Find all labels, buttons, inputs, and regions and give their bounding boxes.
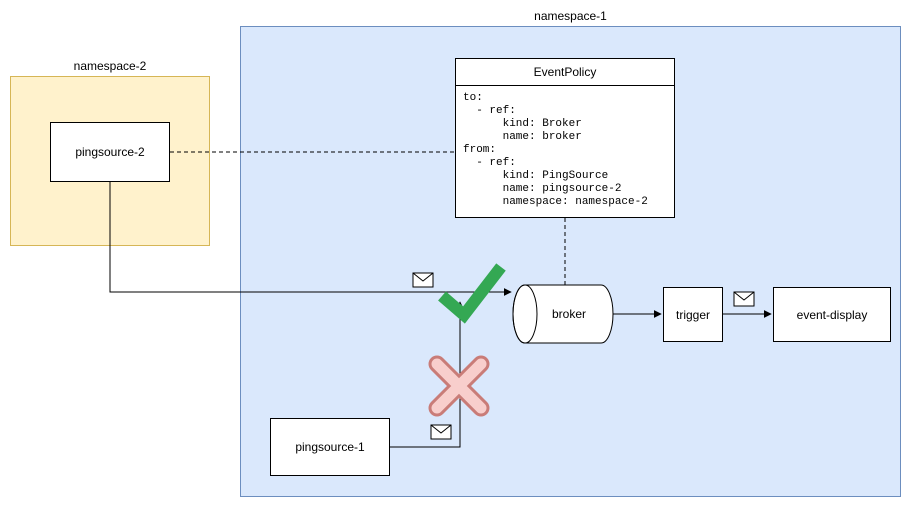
trigger-node: trigger (663, 287, 723, 342)
event-display-label: event-display (796, 307, 868, 322)
event-policy-yaml: to: - ref: kind: Broker name: broker fro… (463, 92, 648, 208)
broker-label: broker (551, 307, 586, 321)
pingsource-1-label: pingsource-1 (295, 440, 365, 454)
namespace-1-label: namespace-1 (534, 9, 607, 23)
event-policy-title: EventPolicy (456, 59, 674, 86)
trigger-label: trigger (675, 307, 710, 322)
event-display-node: event-display (773, 287, 891, 342)
pingsource-1-node: pingsource-1 (270, 418, 390, 476)
namespace-2-label: namespace-2 (73, 59, 147, 73)
pingsource-2-node: pingsource-2 (50, 122, 170, 182)
pingsource-2-label: pingsource-2 (75, 145, 145, 159)
event-policy-card: EventPolicy to: - ref: kind: Broker name… (455, 58, 675, 218)
